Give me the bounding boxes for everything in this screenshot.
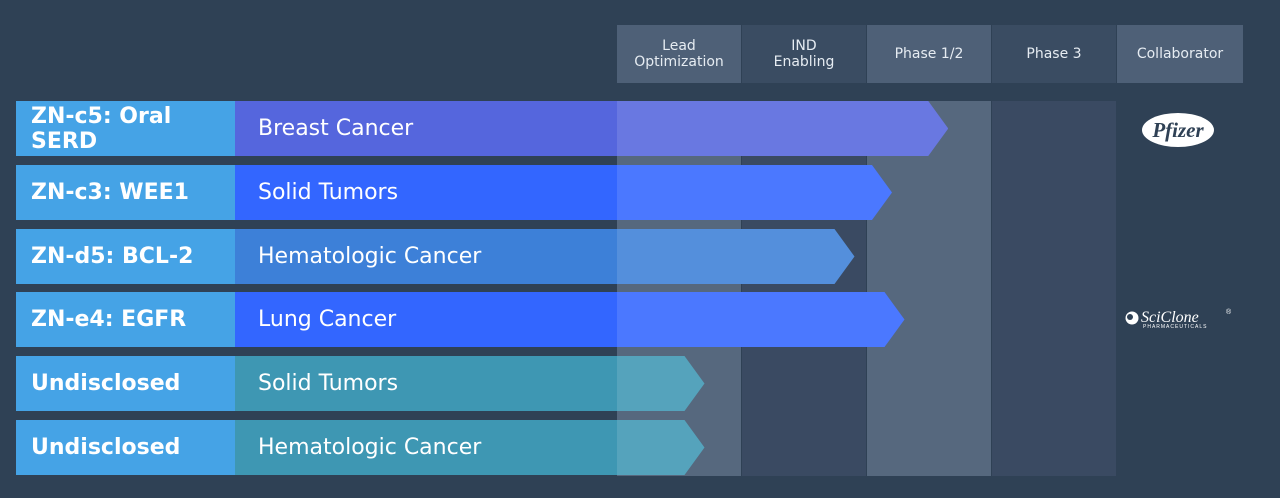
progress-arrow-highlight bbox=[617, 356, 705, 411]
stage-label: Lead Optimization bbox=[634, 38, 724, 70]
progress-arrow-highlight bbox=[617, 101, 949, 156]
progress-arrow-body bbox=[235, 292, 905, 347]
indication-label: Hematologic Cancer bbox=[258, 435, 482, 460]
sciclone-logo: SciClone ® PHARMACEUTICALS bbox=[1122, 306, 1242, 332]
progress-arrow-shape bbox=[235, 420, 705, 475]
stage-header-ind-enabling: IND Enabling bbox=[742, 25, 866, 83]
progress-arrow bbox=[235, 165, 892, 220]
program-row: ZN-c5: Oral SERD Breast Cancer bbox=[0, 101, 1280, 156]
indication-label: Breast Cancer bbox=[258, 116, 414, 141]
progress-arrow bbox=[235, 292, 905, 347]
column-bg-ind-enabling bbox=[742, 101, 866, 476]
progress-arrow-body bbox=[235, 229, 855, 284]
progress-arrow-body bbox=[235, 356, 705, 411]
progress-arrow-shape bbox=[235, 101, 949, 156]
program-row: ZN-e4: EGFR Lung Cancer bbox=[0, 292, 1280, 347]
progress-arrow-body bbox=[235, 420, 705, 475]
program-name: ZN-d5: BCL-2 bbox=[16, 229, 235, 284]
program-name: ZN-c3: WEE1 bbox=[16, 165, 235, 220]
progress-arrow bbox=[235, 356, 705, 411]
progress-arrow bbox=[235, 420, 705, 475]
progress-arrow-shape bbox=[235, 292, 905, 347]
progress-arrow bbox=[235, 101, 949, 156]
sciclone-logo-text: SciClone bbox=[1141, 309, 1199, 326]
progress-arrow-shape bbox=[235, 165, 892, 220]
progress-arrow-highlight bbox=[617, 292, 905, 347]
progress-arrow-highlight bbox=[617, 229, 855, 284]
pfizer-logo-text: Pfizer bbox=[1151, 118, 1204, 142]
progress-arrow-body bbox=[235, 165, 892, 220]
indication-label: Hematologic Cancer bbox=[258, 244, 482, 269]
registered-mark: ® bbox=[1226, 308, 1232, 316]
progress-arrow-highlight bbox=[617, 165, 892, 220]
program-row: ZN-d5: BCL-2 Hematologic Cancer bbox=[0, 229, 1280, 284]
column-bg-phase-1-2 bbox=[867, 101, 991, 476]
sciclone-subtitle: PHARMACEUTICALS bbox=[1143, 324, 1207, 330]
program-name: Undisclosed bbox=[16, 420, 235, 475]
indication-label: Lung Cancer bbox=[258, 307, 397, 332]
stage-label: Phase 3 bbox=[1026, 46, 1082, 62]
program-row: Undisclosed Hematologic Cancer bbox=[0, 420, 1280, 475]
progress-arrow-highlight bbox=[617, 420, 705, 475]
program-name: ZN-e4: EGFR bbox=[16, 292, 235, 347]
program-row: Undisclosed Solid Tumors bbox=[0, 356, 1280, 411]
indication-label: Solid Tumors bbox=[258, 371, 399, 396]
stage-label: IND Enabling bbox=[773, 38, 835, 70]
stage-header-lead-optimization: Lead Optimization bbox=[617, 25, 741, 83]
progress-arrow bbox=[235, 229, 855, 284]
stage-header-phase-1-2: Phase 1/2 bbox=[867, 25, 991, 83]
stage-header-phase-3: Phase 3 bbox=[992, 25, 1116, 83]
column-bg-lead-optimization bbox=[617, 101, 741, 476]
pfizer-logo: Pfizer bbox=[1140, 110, 1216, 150]
program-name: ZN-c5: Oral SERD bbox=[16, 101, 235, 156]
progress-arrow-shape bbox=[235, 356, 705, 411]
progress-arrow-body bbox=[235, 101, 949, 156]
program-name: Undisclosed bbox=[16, 356, 235, 411]
program-row: ZN-c3: WEE1 Solid Tumors bbox=[0, 165, 1280, 220]
stage-label: Collaborator bbox=[1136, 46, 1224, 62]
stage-header-collaborator: Collaborator bbox=[1117, 25, 1243, 83]
column-bg-phase-3 bbox=[992, 101, 1116, 476]
stage-label: Phase 1/2 bbox=[894, 46, 964, 62]
progress-arrow-shape bbox=[235, 229, 855, 284]
indication-label: Solid Tumors bbox=[258, 180, 399, 205]
